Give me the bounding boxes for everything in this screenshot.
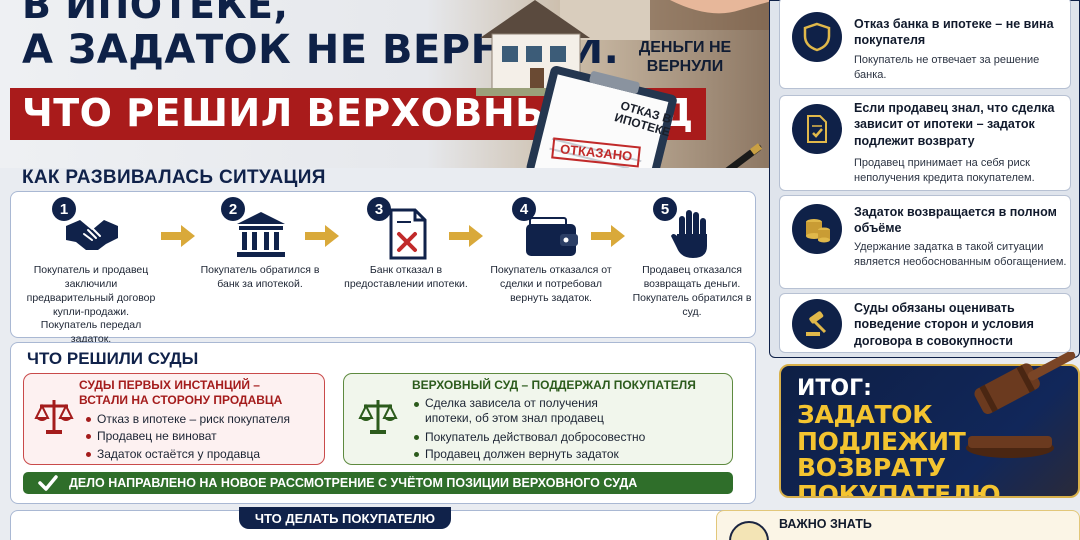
result-card: Итог: Задаток подлежит возврату покупате…: [779, 364, 1080, 498]
fact-title: Отказ банка в ипотеке – не вина покупате…: [854, 17, 1054, 48]
shield-icon: [792, 12, 842, 62]
step-1: 1 Покупатель и продавец заключили предва…: [26, 192, 156, 345]
lower-courts-list: Отказ в ипотеке – риск покупателя Продав…: [84, 411, 290, 463]
lower-courts-title: Суды первых инстанций – встали на сторон…: [79, 378, 283, 407]
handshake-icon: [66, 220, 118, 250]
fact-card-4: Суды обязаны оценивать поведение сторон …: [779, 293, 1071, 353]
fact-text: Удержание задатка в такой ситуации являе…: [854, 241, 1067, 268]
courts-heading: Что решили суды: [27, 349, 199, 368]
facts-column: Отказ банка в ипотеке – не вина покупате…: [769, 0, 1080, 358]
gavel-icon: [792, 299, 842, 349]
step-2: 2 Покупатель обратился в банк за ипотеко…: [195, 192, 325, 339]
courts-panel: Что решили суды Суды первых инстанций – …: [10, 342, 756, 504]
step-number: 2: [221, 197, 245, 221]
hero-banner: В ипотеке, а задаток не вернули. Что реш…: [0, 0, 775, 168]
fact-card-3: Задаток возвращается в полном объёме Уде…: [779, 195, 1071, 289]
scales-icon: [358, 400, 398, 434]
list-item: Продавец должен вернуть задаток: [412, 446, 645, 463]
arrow-right-icon: [161, 225, 195, 247]
note-title: Важно знать: [779, 517, 872, 531]
situation-heading: Как развивалась ситуация: [22, 167, 326, 188]
step-text: Банк отказал в предоставлении ипотеки.: [344, 264, 468, 290]
wallet-icon: [526, 217, 578, 256]
arrow-right-icon: [591, 225, 625, 247]
fact-title: Если продавец знал, что сделка зависит о…: [854, 101, 1055, 148]
step-3: 3 Банк отказал в предоставлении ипотеки.: [341, 192, 471, 339]
money-not-returned-label: Деньги не вернули: [638, 39, 732, 76]
step-text: Покупатель обратился в банк за ипотекой.: [200, 264, 320, 290]
list-item: Задаток остаётся у продавца: [84, 446, 290, 463]
step-number: 5: [653, 197, 677, 221]
lower-courts-box: Суды первых инстанций – встали на сторон…: [23, 373, 325, 465]
situation-panel: 1 Покупатель и продавец заключили предва…: [10, 191, 757, 345]
fact-card-2: Если продавец знал, что сделка зависит о…: [779, 95, 1071, 191]
step-5: 5 Продавец отказался возвращать деньги. …: [627, 192, 757, 339]
decision-bar: Дело направлено на новое рассмотрение с …: [23, 472, 733, 494]
result-text: Задаток подлежит возврату покупателю: [797, 400, 1001, 498]
step-text: Покупатель и продавец заключили предвари…: [26, 264, 156, 346]
step-text: Покупатель отказался от сделки и потребо…: [490, 264, 612, 304]
arrow-right-icon: [449, 225, 483, 247]
fact-title: Суды обязаны оценивать поведение сторон …: [854, 301, 1034, 348]
important-note-card: Важно знать: [716, 510, 1080, 540]
rejected-document-icon: [389, 208, 427, 260]
supreme-court-box: Верховный суд – поддержал покупателя Сде…: [343, 373, 733, 465]
bank-icon: [237, 212, 285, 257]
list-item: Покупатель действовал добросовестно: [412, 429, 645, 446]
coins-icon: [792, 204, 842, 254]
fact-text: Покупатель не отвечает за решение банка.: [854, 54, 1040, 81]
step-number: 3: [367, 197, 391, 221]
arrow-right-icon: [305, 225, 339, 247]
contract-check-icon: [792, 104, 842, 154]
result-label: Итог:: [797, 376, 872, 401]
stop-hand-icon: [671, 210, 707, 258]
list-item: Продавец не виноват: [84, 428, 290, 445]
buyer-section: Что делать покупателю: [10, 507, 756, 540]
list-item: Отказ в ипотеке – риск покупателя: [84, 411, 290, 428]
hero-title-line-1: В ипотеке,: [22, 0, 289, 27]
list-item: Сделка зависела от получения ипотеки, об…: [412, 396, 632, 426]
gavel-illustration: [966, 352, 1076, 458]
step-number: 1: [52, 197, 76, 221]
check-icon: [38, 475, 58, 491]
fact-card-1: Отказ банка в ипотеке – не вина покупате…: [779, 0, 1071, 89]
house-document-illustration: [476, 0, 775, 168]
scales-icon: [34, 400, 74, 434]
fact-text: Продавец принимает на себя риск неполуче…: [854, 157, 1035, 184]
supreme-court-list: Сделка зависела от получения ипотеки, об…: [412, 396, 645, 464]
decision-text: Дело направлено на новое рассмотрение с …: [69, 476, 638, 490]
fact-title: Задаток возвращается в полном объёме: [854, 205, 1057, 236]
step-text: Продавец отказался возвращать деньги. По…: [632, 264, 752, 318]
buyer-heading: Что делать покупателю: [239, 507, 451, 529]
supreme-court-title: Верховный суд – поддержал покупателя: [412, 378, 696, 392]
info-icon: [729, 521, 769, 540]
step-4: 4 Покупатель отказался от сделки и потре…: [486, 192, 616, 339]
